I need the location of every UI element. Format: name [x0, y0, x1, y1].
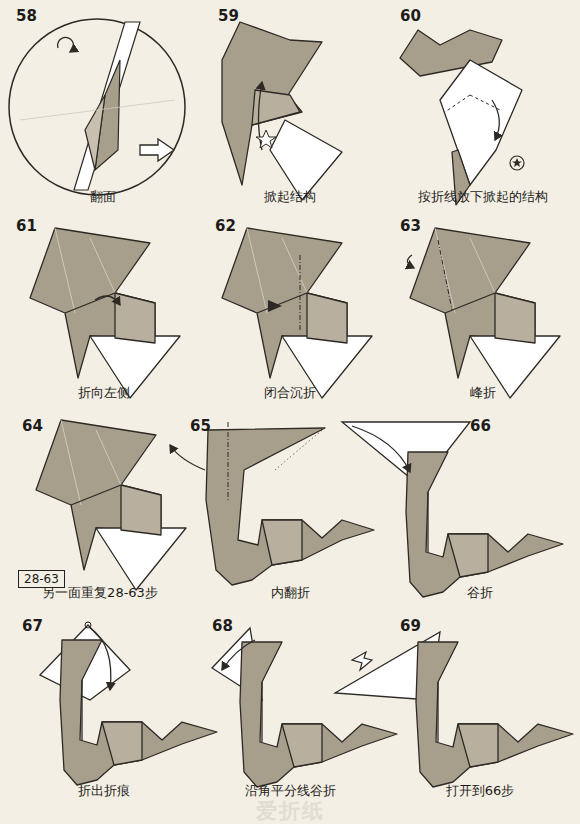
step-number: 67: [22, 618, 43, 635]
step-caption: 按折线放下掀起的结构: [418, 190, 548, 204]
step-range-box: 28-63: [18, 570, 65, 588]
step-number: 65: [190, 418, 211, 435]
step-caption: 内翻折: [271, 586, 310, 600]
step-caption: 谷折: [467, 586, 493, 600]
step-number: 60: [400, 8, 421, 25]
step-caption: 翻面: [90, 190, 116, 204]
step-number: 62: [215, 218, 236, 235]
step-number: 68: [212, 618, 233, 635]
step-number: 61: [16, 218, 37, 235]
step-number: 66: [470, 418, 491, 435]
step-number: 69: [400, 618, 421, 635]
step-caption: 掀起结构: [264, 190, 316, 204]
step-caption: 峰折: [470, 386, 496, 400]
step-caption: 折向左侧: [78, 386, 130, 400]
step-caption: 闭合沉折: [264, 386, 316, 400]
step-caption: 沿角平分线谷折: [245, 784, 336, 798]
step-number: 58: [16, 8, 37, 25]
step-number: 59: [218, 8, 239, 25]
watermark: 爱折纸: [256, 800, 325, 823]
step-number: 63: [400, 218, 421, 235]
step-caption: 打开到66步: [446, 784, 515, 798]
step-range-text: 28-63: [24, 572, 59, 586]
step-number: 64: [22, 418, 43, 435]
step-caption: 折出折痕: [78, 784, 130, 798]
